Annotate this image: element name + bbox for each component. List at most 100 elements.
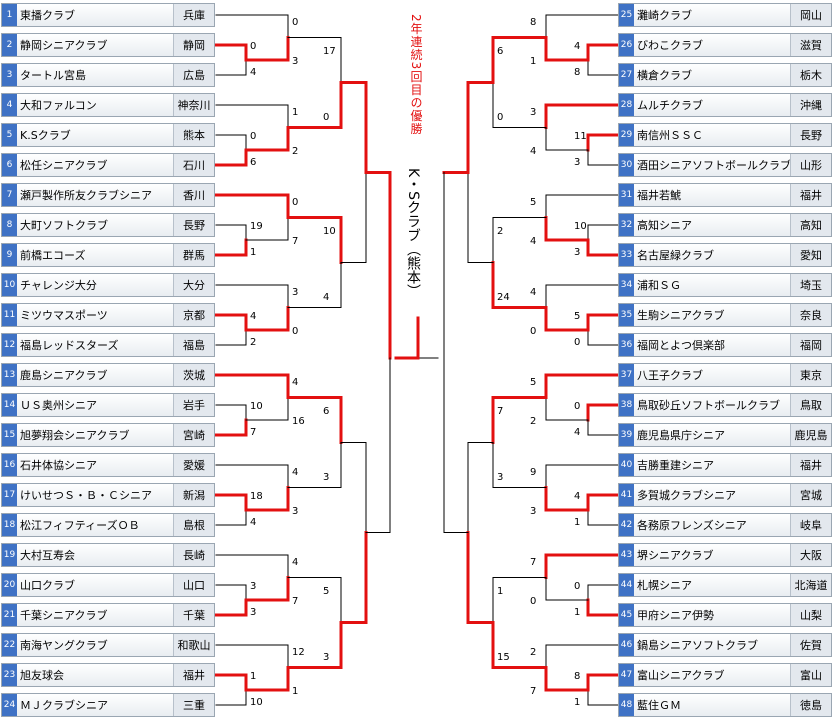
team-prefecture: 大分 [173,274,214,296]
score-label: 11 [574,131,587,142]
team-name: 福井若鯱 [637,189,681,202]
team-prefecture: 福島 [173,334,214,356]
team-prefecture: 滋賀 [790,34,831,56]
team-seed-number: 33 [619,244,634,266]
team-seed-number: 26 [619,34,634,56]
score-label: 7 [292,596,299,607]
score-label: 16 [292,416,305,427]
score-label: 3 [574,157,581,168]
score-label: 5 [530,197,537,208]
team-prefecture: 徳島 [790,694,831,716]
team-name: ＵＳ奥州シニア [20,399,97,412]
score-label: 4 [574,427,581,438]
team-prefecture: 長崎 [173,544,214,566]
team-name: 高知シニア [637,219,692,232]
team-name: びわこクラブ [637,39,703,52]
team-prefecture: 神奈川 [173,94,214,116]
score-label: 19 [250,221,263,232]
score-label: 1 [574,697,581,708]
team-prefecture: 山形 [790,154,831,176]
team-name: チャレンジ大分 [20,279,97,292]
score-label: 3 [323,471,330,483]
team-seed-number: 7 [2,184,17,206]
team-name: 静岡シニアクラブ [20,39,108,52]
score-label: 3 [250,607,257,618]
team-seed-number: 3 [2,64,17,86]
team-seed-number: 27 [619,64,634,86]
team-name: 浦和ＳＧ [637,279,681,292]
score-label: 4 [574,41,581,52]
score-label: 1 [250,671,257,682]
score-label: 10 [574,221,587,232]
team-seed-number: 48 [619,694,634,716]
team-name: 福島レッドスターズ [20,339,119,352]
team-prefecture: 群馬 [173,244,214,266]
team-prefecture: 千葉 [173,604,214,626]
team-prefecture: 長野 [173,214,214,236]
score-label: 10 [250,401,263,412]
team-seed-number: 1 [2,4,17,26]
team-seed-number: 42 [619,514,634,536]
team-prefecture: 鹿児島 [790,424,831,446]
team-seed-number: 23 [2,664,17,686]
team-seed-number: 39 [619,424,634,446]
team-prefecture: 新潟 [173,484,214,506]
team-name: K.Sクラブ [20,129,71,142]
team-name: 南信州ＳＳＣ [637,129,703,142]
team-name: 名古屋緑クラブ [637,249,714,262]
team-seed-number: 10 [2,274,17,296]
score-label: 2 [292,146,299,157]
team-name: 山口クラブ [20,579,75,592]
team-prefecture: 東京 [790,364,831,386]
team-name: 鹿児島県庁シニア [637,429,725,442]
championship-headline: 2年連続3回目の優勝 [409,14,423,136]
team-prefecture: 岩手 [173,394,214,416]
team-seed-number: 36 [619,334,634,356]
team-name: 松任シニアクラブ [20,159,108,172]
score-label: 4 [530,287,537,298]
team-name: けいせつＳ・Ｂ・Ｃシニア [20,489,152,502]
team-name: 堺シニアクラブ [637,549,714,562]
team-name: 旭夢翔会シニアクラブ [20,429,130,442]
score-label: 0 [292,17,299,28]
score-label: 0 [530,326,537,337]
score-label: 4 [530,146,537,157]
team-name: 鍋島シニアソフトクラブ [637,639,758,652]
team-seed-number: 25 [619,4,634,26]
team-prefecture: 長野 [790,124,831,146]
team-seed-number: 5 [2,124,17,146]
score-label: 3 [497,471,504,483]
team-seed-number: 46 [619,634,634,656]
score-label: 3 [530,506,537,517]
team-seed-number: 13 [2,364,17,386]
team-name: ＭＪクラブシニア [20,699,108,712]
team-seed-number: 14 [2,394,17,416]
score-label: 8 [530,17,537,28]
score-label: 6 [250,157,257,168]
team-seed-number: 32 [619,214,634,236]
team-seed-number: 21 [2,604,17,626]
team-name: 鳥取砂丘ソフトボールクラブ [637,399,780,412]
score-label: 4 [323,291,330,303]
score-label: 10 [250,697,263,708]
score-label: 3 [292,56,299,67]
score-label: 24 [497,291,510,303]
